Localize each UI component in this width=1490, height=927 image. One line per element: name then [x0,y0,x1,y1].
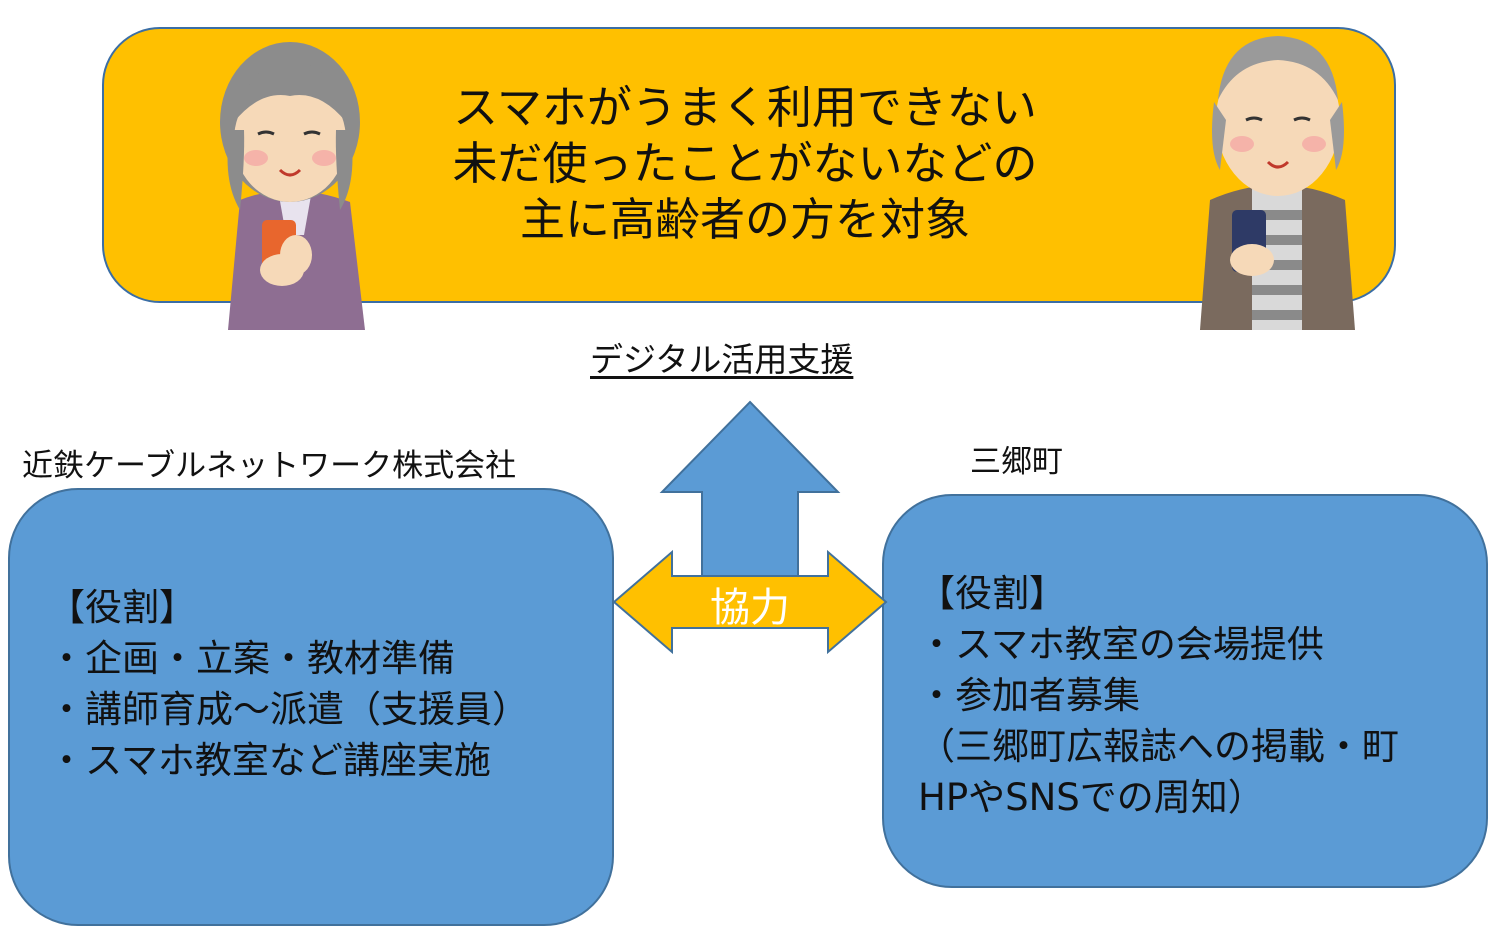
double-arrow [612,549,888,655]
target-line-2: 未だ使ったことがないなどの [452,137,1038,190]
right-role-line: （三郷町広報誌への掲載・町 [918,725,1399,768]
right-org-name: 三郷町 [970,444,1063,480]
elderly-woman-smartphone-icon [220,42,365,330]
target-audience-text: スマホがうまく利用できない 未だ使ったことがないなどの 主に高齢者の方を対象 [380,80,1110,248]
right-role-line: 【役割】 [918,572,1066,615]
right-role-text: 【役割】 ・スマホ教室の会場提供 ・参加者募集 （三郷町広報誌への掲載・町 HP… [918,568,1399,823]
cooperation-arrows [612,400,888,655]
left-role-box [8,488,614,926]
left-role-line: ・スマホ教室など講座実施 [48,739,491,782]
right-role-box [882,494,1488,888]
cooperation-label: 協力 [710,585,790,631]
right-role-line: ・参加者募集 [918,674,1140,717]
left-role-line: ・講師育成～派遣（支援員） [48,688,529,731]
left-role-line: ・企画・立案・教材準備 [48,637,455,680]
right-role-line: HPやSNSでの周知） [918,776,1265,819]
left-org-name: 近鉄ケーブルネットワーク株式会社 [22,448,517,484]
target-line-1: スマホがうまく利用できない [453,81,1037,134]
digital-support-label: デジタル活用支援 [590,340,854,379]
elderly-man-smartphone-icon [1200,36,1355,330]
up-arrow [659,400,841,581]
target-line-3: 主に高齢者の方を対象 [519,193,970,246]
right-role-line: ・スマホ教室の会場提供 [918,623,1324,666]
left-role-text: 【役割】 ・企画・立案・教材準備 ・講師育成～派遣（支援員） ・スマホ教室など講… [48,582,529,786]
left-role-line: 【役割】 [48,586,196,629]
